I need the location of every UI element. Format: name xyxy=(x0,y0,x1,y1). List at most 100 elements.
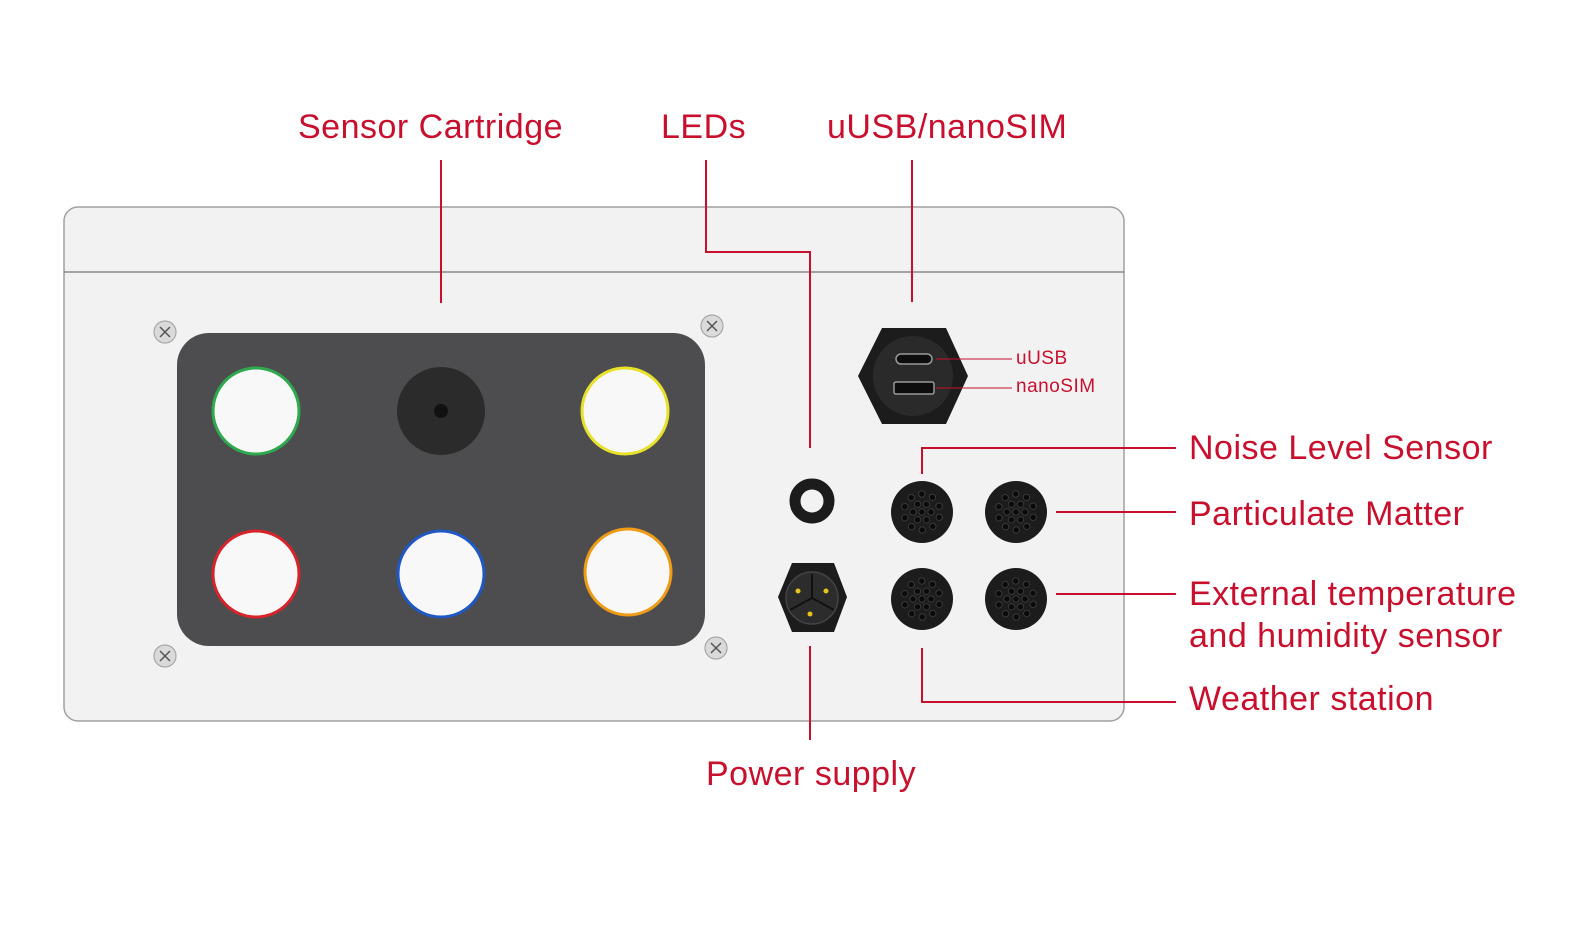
uusb-nanosim-label: uUSB/nanoSIM xyxy=(827,108,1068,146)
screw-icon xyxy=(153,320,177,344)
connector-pin-hole xyxy=(935,600,943,609)
connector-pin-hole xyxy=(901,514,909,522)
leds-leader xyxy=(705,160,811,448)
connector-pin-hole xyxy=(918,577,926,585)
sensor-port-blue xyxy=(396,529,486,619)
connector-pin-hole xyxy=(1012,508,1020,516)
connector-pin-hole xyxy=(1029,502,1037,510)
connector-pin-hole xyxy=(1016,500,1025,508)
weather-station-connector xyxy=(891,568,953,630)
connector-pin-hole xyxy=(907,523,916,531)
connector-pin-hole xyxy=(995,589,1003,598)
screw-icon xyxy=(700,314,724,338)
sensor-cartridge-label: Sensor Cartridge xyxy=(298,108,564,146)
connector-pin-hole xyxy=(913,587,922,595)
nanosim-label: nanoSIM xyxy=(1016,376,1096,397)
leds-label: LEDs xyxy=(661,108,747,146)
connector-pin-hole xyxy=(1001,493,1009,502)
external-temp-line1: External temperature xyxy=(1189,575,1517,613)
external-temp-humidity-label: External temperature and humidity sensor xyxy=(1189,573,1593,657)
connector-pin-hole xyxy=(1001,610,1010,618)
connector-pin-hole xyxy=(1001,580,1009,589)
screw-icon xyxy=(704,636,728,660)
connector-pin-hole xyxy=(1016,516,1025,524)
power-supply-label: Power supply xyxy=(706,755,917,793)
connector-pin-hole xyxy=(1012,577,1020,585)
connector-pin-hole xyxy=(1029,589,1037,597)
connector-pin-hole xyxy=(1016,587,1025,595)
connector-pin-hole xyxy=(935,513,943,522)
sensor-port-green xyxy=(211,366,301,456)
connector-pin-hole xyxy=(1021,595,1029,603)
particulate-matter-label: Particulate Matter xyxy=(1189,495,1465,533)
uusb-slot xyxy=(895,353,933,365)
connector-pin-hole xyxy=(907,493,915,502)
connector-pin-hole xyxy=(1012,613,1020,621)
connector-pin-hole xyxy=(1007,603,1016,611)
noise-level-sensor-label: Noise Level Sensor xyxy=(1189,429,1493,467)
connector-pin-hole xyxy=(922,603,931,611)
connector-pin-hole xyxy=(901,589,909,598)
connector-pin-hole xyxy=(907,580,915,589)
connector-pin-hole xyxy=(918,490,926,498)
connector-pin-hole xyxy=(928,580,937,588)
connector-pin-hole xyxy=(1003,595,1011,603)
connector-pin-hole xyxy=(1022,580,1031,588)
connector-pin-hole xyxy=(918,526,926,534)
connector-pin-hole xyxy=(1007,500,1016,508)
sensor-port-orange xyxy=(583,527,673,617)
connector-pin-hole xyxy=(1007,587,1016,595)
weather-station-label: Weather station xyxy=(1189,680,1435,718)
connector-pin-hole xyxy=(918,508,926,516)
nanosim-slot xyxy=(893,381,935,395)
external-temp-humidity-connector xyxy=(985,568,1047,630)
power-pin xyxy=(823,588,829,594)
connector-pin-hole xyxy=(922,500,931,508)
noise-level-leader xyxy=(921,447,1176,474)
connector-pin-hole xyxy=(909,508,917,516)
noise-level-connector xyxy=(891,481,953,543)
connector-pin-hole xyxy=(928,493,937,501)
connector-pin-hole xyxy=(907,610,916,618)
led-indicator xyxy=(789,478,835,524)
connector-pin-hole xyxy=(922,516,931,524)
connector-pin-hole xyxy=(927,595,935,603)
connector-pin-hole xyxy=(918,613,926,621)
connector-pin-hole xyxy=(1023,522,1031,531)
connector-pin-hole xyxy=(1023,609,1031,618)
sensor-cartridge xyxy=(177,333,705,646)
connector-pin-hole xyxy=(901,601,909,609)
weather-station-leader xyxy=(921,648,1176,703)
connector-pin-hole xyxy=(913,500,922,508)
screw-icon xyxy=(153,644,177,668)
connector-pin-hole xyxy=(922,587,931,595)
connector-pin-hole xyxy=(935,589,943,597)
connector-pin-hole xyxy=(1021,508,1029,516)
connector-pin-hole xyxy=(1003,508,1011,516)
microphone-hole xyxy=(434,404,448,418)
connector-pin-hole xyxy=(929,522,937,531)
connector-pin-hole xyxy=(1016,603,1025,611)
connector-pin-hole xyxy=(929,609,937,618)
connector-pin-hole xyxy=(1012,490,1020,498)
connector-pin-hole xyxy=(1029,600,1037,609)
power-pin xyxy=(807,611,813,617)
connector-pin-hole xyxy=(927,508,935,516)
external-temp-line2: and humidity sensor xyxy=(1189,617,1503,655)
connector-pin-hole xyxy=(1007,516,1016,524)
particulate-matter-connector xyxy=(985,481,1047,543)
connector-pin-hole xyxy=(935,502,943,510)
connector-pin-hole xyxy=(995,601,1003,609)
connector-pin-hole xyxy=(913,516,922,524)
connector-pin-hole xyxy=(913,603,922,611)
usb-sim-port-face xyxy=(873,336,953,416)
connector-pin-hole xyxy=(1001,523,1010,531)
connector-pin-hole xyxy=(1022,493,1031,501)
uusb-label: uUSB xyxy=(1016,348,1068,369)
connector-pin-hole xyxy=(1029,513,1037,522)
connector-pin-hole xyxy=(1012,595,1020,603)
connector-pin-hole xyxy=(918,595,926,603)
connector-pin-hole xyxy=(909,595,917,603)
